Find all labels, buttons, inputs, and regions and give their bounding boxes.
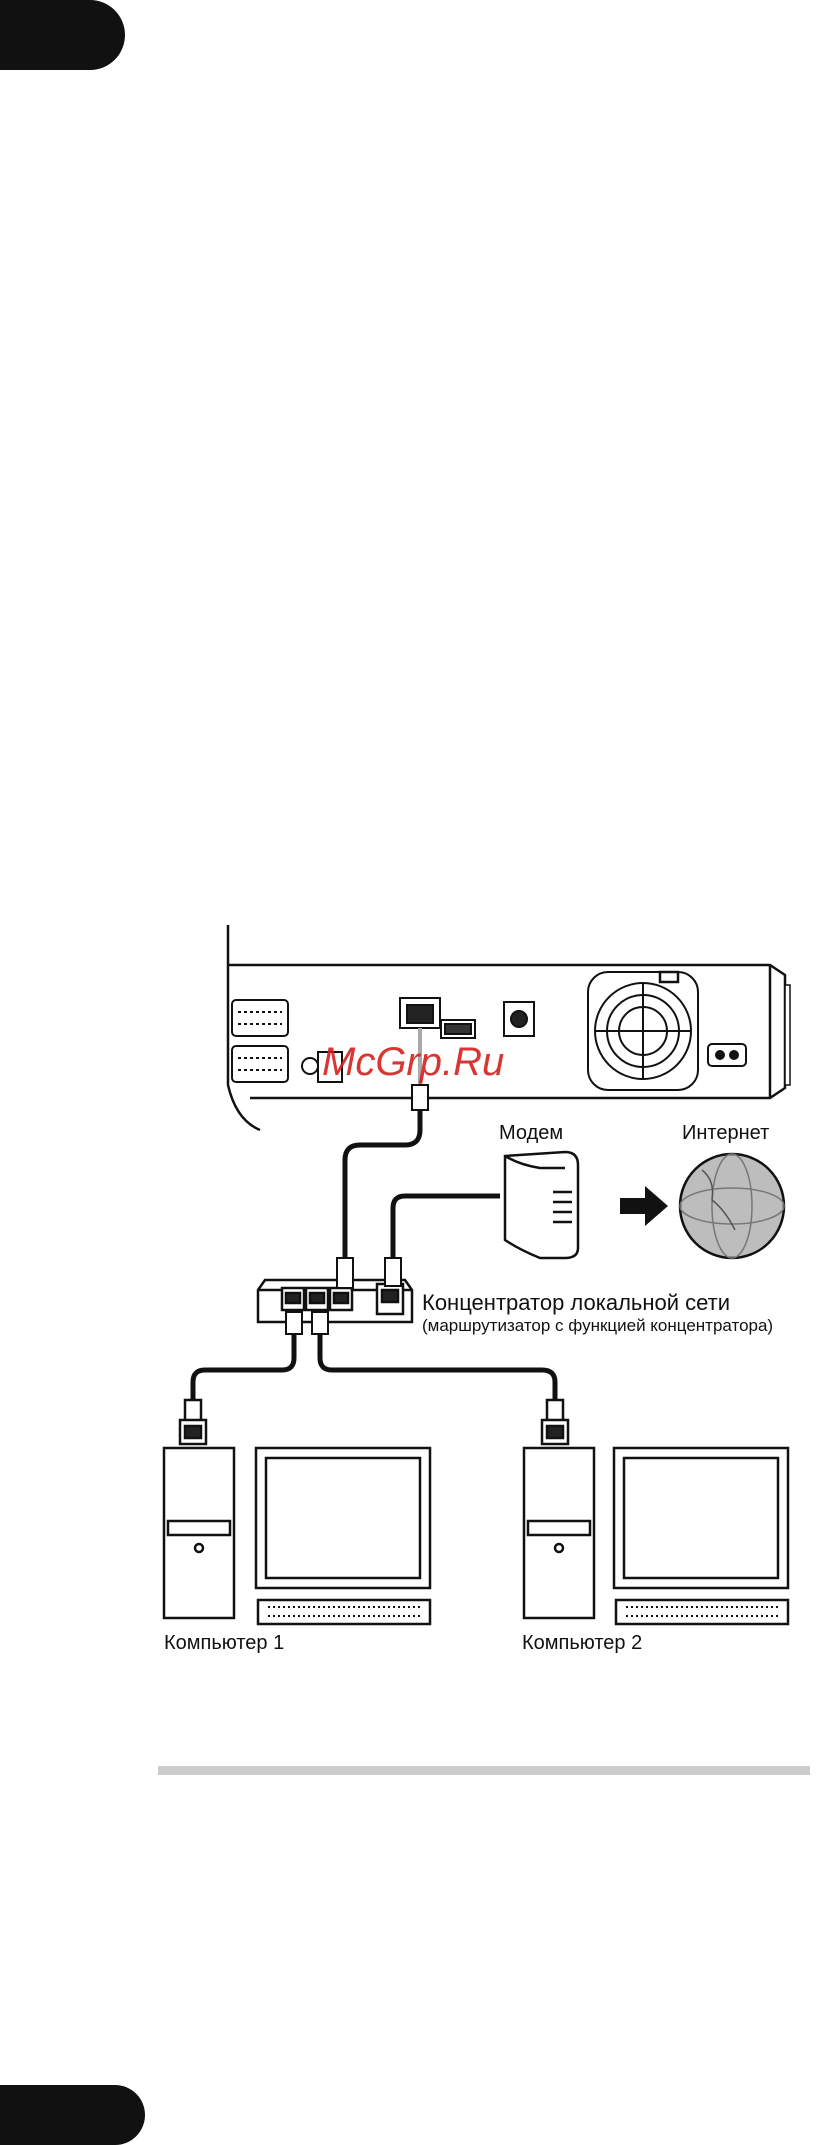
plug-hub-pc1	[286, 1312, 302, 1334]
lan-cable-pc1	[193, 1334, 294, 1400]
plug-player	[412, 1085, 428, 1110]
computer-2-label: Компьютер 2	[522, 1632, 642, 1655]
hub-sublabel: (маршрутизатор с функцией концентратора)	[422, 1316, 773, 1336]
internet-label: Интернет	[682, 1122, 769, 1145]
fan-grille	[588, 972, 698, 1090]
arrow-icon	[620, 1186, 668, 1226]
lan-cable-pc2	[320, 1334, 555, 1400]
globe-icon	[680, 1154, 784, 1258]
modem-label: Модем	[499, 1122, 563, 1145]
watermark-text: McGrp.Ru	[322, 1040, 504, 1085]
plug-hub-player	[337, 1258, 353, 1288]
hub-label: Концентратор локальной сети	[422, 1290, 730, 1316]
modem-device	[505, 1152, 578, 1258]
plug-hub-pc2	[312, 1312, 328, 1334]
lan-cable-modem	[393, 1196, 500, 1258]
plug-hub-modem	[385, 1258, 401, 1286]
ac-inlet	[708, 1044, 746, 1066]
player-lan-port	[400, 998, 475, 1038]
computer-1-label: Компьютер 1	[164, 1632, 284, 1655]
audio-jack	[504, 1002, 534, 1036]
computer-1	[164, 1400, 430, 1624]
computer-2	[524, 1400, 788, 1624]
section-divider	[158, 1766, 810, 1775]
